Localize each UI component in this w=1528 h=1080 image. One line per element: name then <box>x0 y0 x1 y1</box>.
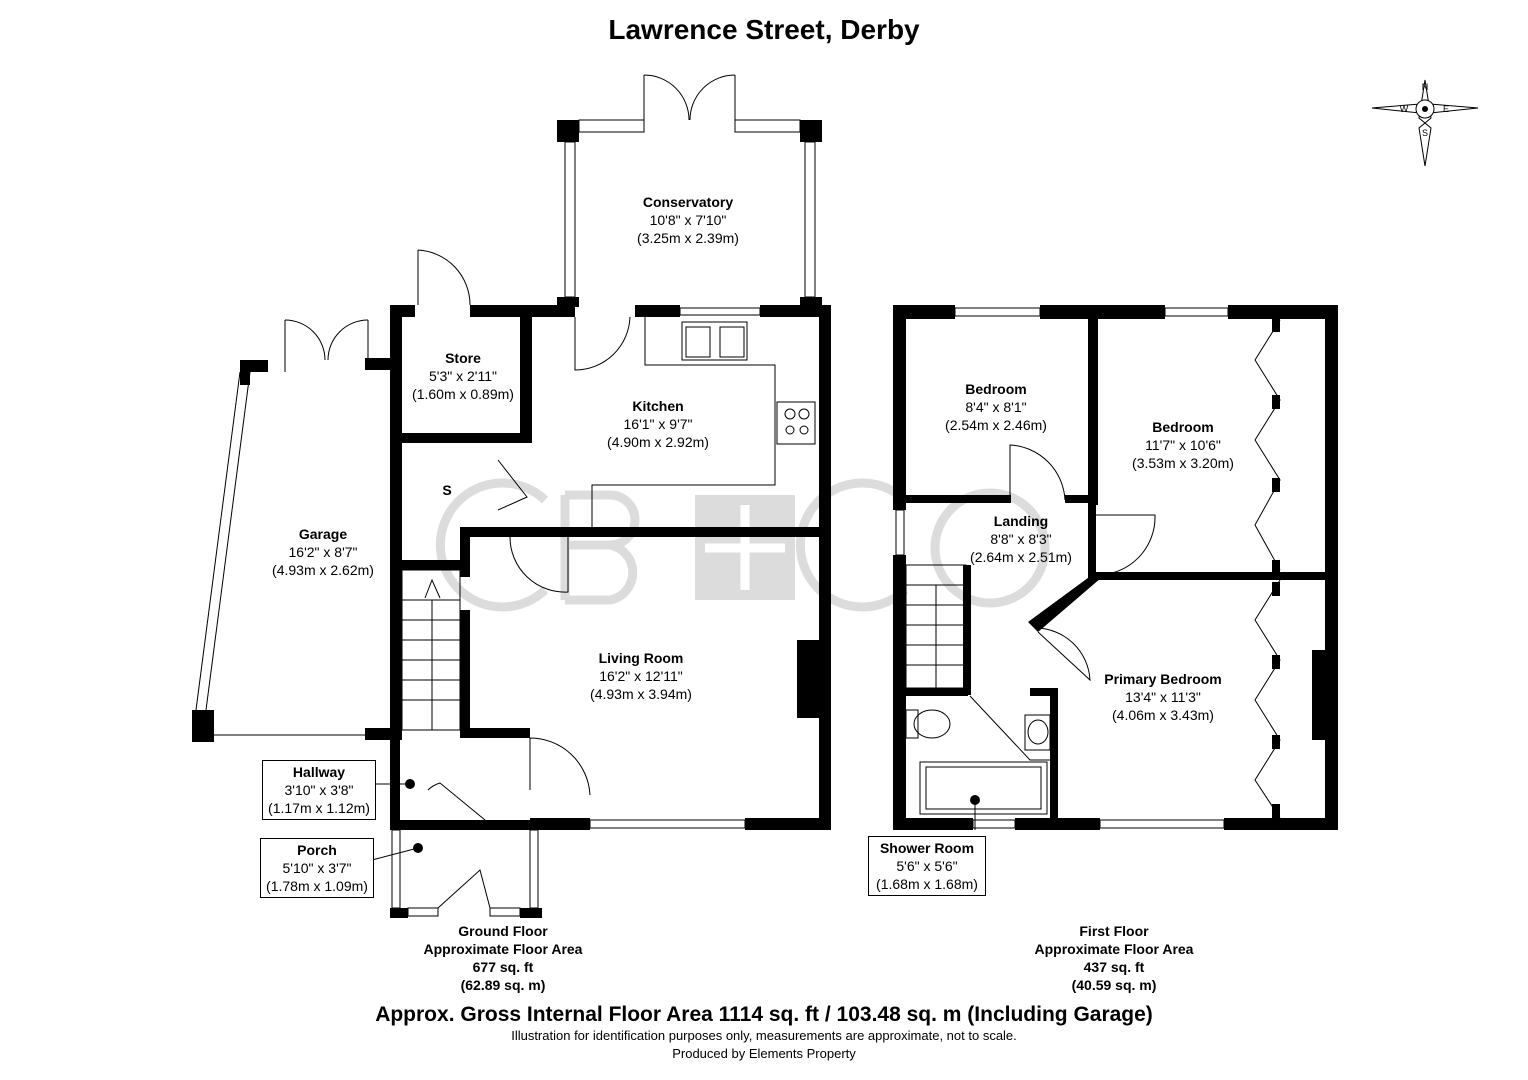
room-porch: Porch 5'10" x 3'7" (1.78m x 1.09m) <box>260 838 374 898</box>
room-imperial: 13'4" x 11'3" <box>1125 689 1201 705</box>
room-imperial: 5'6" x 5'6" <box>896 858 958 874</box>
room-name: Living Room <box>598 650 684 666</box>
room-metric: (1.68m x 1.68m) <box>876 876 978 892</box>
disclaimer: Illustration for identification purposes… <box>511 1028 1017 1043</box>
compass-e: E <box>1443 104 1449 114</box>
room-conservatory: Conservatory 10'8" x 7'10" (3.25m x 2.39… <box>637 193 739 247</box>
room-name: Kitchen <box>632 398 684 414</box>
compass-icon: N S E W <box>1371 79 1479 167</box>
floor-name: Ground Floor <box>458 923 548 939</box>
wardrobe-markers <box>405 318 1280 853</box>
room-storage-s: S <box>442 481 451 499</box>
room-bedroom-1: Bedroom 8'4" x 8'1" (2.54m x 2.46m) <box>945 380 1047 434</box>
floor-name: First Floor <box>1079 923 1149 939</box>
room-metric: (4.93m x 3.94m) <box>590 686 692 702</box>
room-landing: Landing 8'8" x 8'3" (2.64m x 2.51m) <box>970 512 1072 566</box>
room-imperial: 8'8" x 8'3" <box>990 531 1052 547</box>
floor-area-label: Approximate Floor Area <box>1034 941 1194 957</box>
room-imperial: 10'8" x 7'10" <box>649 212 727 228</box>
room-imperial: 8'4" x 8'1" <box>965 399 1027 415</box>
ground-floor-outlines <box>195 74 816 917</box>
room-metric: (4.90m x 2.92m) <box>607 434 709 450</box>
room-name: Bedroom <box>1152 419 1214 435</box>
watermark <box>435 478 1050 612</box>
room-hallway: Hallway 3'10" x 3'8" (1.17m x 1.12m) <box>262 760 376 820</box>
room-imperial: 16'1" x 9'7" <box>623 416 693 432</box>
floor-area-metric: (40.59 sq. m) <box>1071 977 1157 993</box>
room-name: Conservatory <box>642 194 734 210</box>
floor-area-imperial: 677 sq. ft <box>472 959 534 975</box>
first-floor-outlines <box>895 307 1281 830</box>
room-metric: (4.06m x 3.43m) <box>1112 707 1214 723</box>
compass-w: W <box>1400 104 1409 114</box>
floor-area-label: Approximate Floor Area <box>423 941 583 957</box>
room-name: Landing <box>993 513 1049 529</box>
room-name: Primary Bedroom <box>1104 671 1222 687</box>
room-metric: (1.17m x 1.12m) <box>268 800 370 816</box>
room-metric: (2.54m x 2.46m) <box>945 417 1047 433</box>
plan-title: Lawrence Street, Derby <box>608 14 920 45</box>
room-metric: (4.93m x 2.62m) <box>272 562 374 578</box>
room-imperial: 3'10" x 3'8" <box>284 782 354 798</box>
room-living: Living Room 16'2" x 12'11" (4.93m x 3.94… <box>590 649 692 703</box>
floor-area-metric: (62.89 sq. m) <box>460 977 546 993</box>
floor-area-imperial: 437 sq. ft <box>1083 959 1145 975</box>
room-store: Store 5'3" x 2'11" (1.60m x 0.89m) <box>412 349 514 403</box>
compass-n: N <box>1422 82 1429 92</box>
room-metric: (2.64m x 2.51m) <box>970 549 1072 565</box>
room-name: Hallway <box>292 764 346 780</box>
ground-floor-summary: Ground Floor Approximate Floor Area 677 … <box>424 922 583 994</box>
room-metric: (3.25m x 2.39m) <box>637 230 739 246</box>
room-imperial: 16'2" x 12'11" <box>599 668 683 684</box>
room-metric: (1.78m x 1.09m) <box>266 878 368 894</box>
room-name: Porch <box>297 842 337 858</box>
room-name: Shower Room <box>879 840 975 856</box>
room-bedroom-2: Bedroom 11'7" x 10'6" (3.53m x 3.20m) <box>1132 418 1234 472</box>
room-garage: Garage 16'2" x 8'7" (4.93m x 2.62m) <box>272 525 374 579</box>
ground-floor-walls <box>192 120 831 918</box>
gross-floor-area: Approx. Gross Internal Floor Area 1114 s… <box>375 1003 1153 1026</box>
compass-s: S <box>1422 128 1428 138</box>
room-name: Bedroom <box>965 381 1027 397</box>
room-imperial: 5'10" x 3'7" <box>282 860 352 876</box>
room-metric: (1.60m x 0.89m) <box>412 386 514 402</box>
room-kitchen: Kitchen 16'1" x 9'7" (4.90m x 2.92m) <box>607 397 709 451</box>
room-name: Store <box>445 350 481 366</box>
room-metric: (3.53m x 3.20m) <box>1132 455 1234 471</box>
room-name: Garage <box>298 526 348 542</box>
producer-credit: Produced by Elements Property <box>672 1046 856 1061</box>
room-imperial: 11'7" x 10'6" <box>1145 437 1221 453</box>
first-floor-walls <box>893 305 1338 830</box>
room-imperial: 16'2" x 8'7" <box>288 544 358 560</box>
room-primary-bedroom: Primary Bedroom 13'4" x 11'3" (4.06m x 3… <box>1104 670 1221 724</box>
room-name: S <box>442 482 452 498</box>
first-floor-summary: First Floor Approximate Floor Area 437 s… <box>1035 922 1194 994</box>
room-shower: Shower Room 5'6" x 5'6" (1.68m x 1.68m) <box>868 836 986 896</box>
room-imperial: 5'3" x 2'11" <box>429 368 497 384</box>
